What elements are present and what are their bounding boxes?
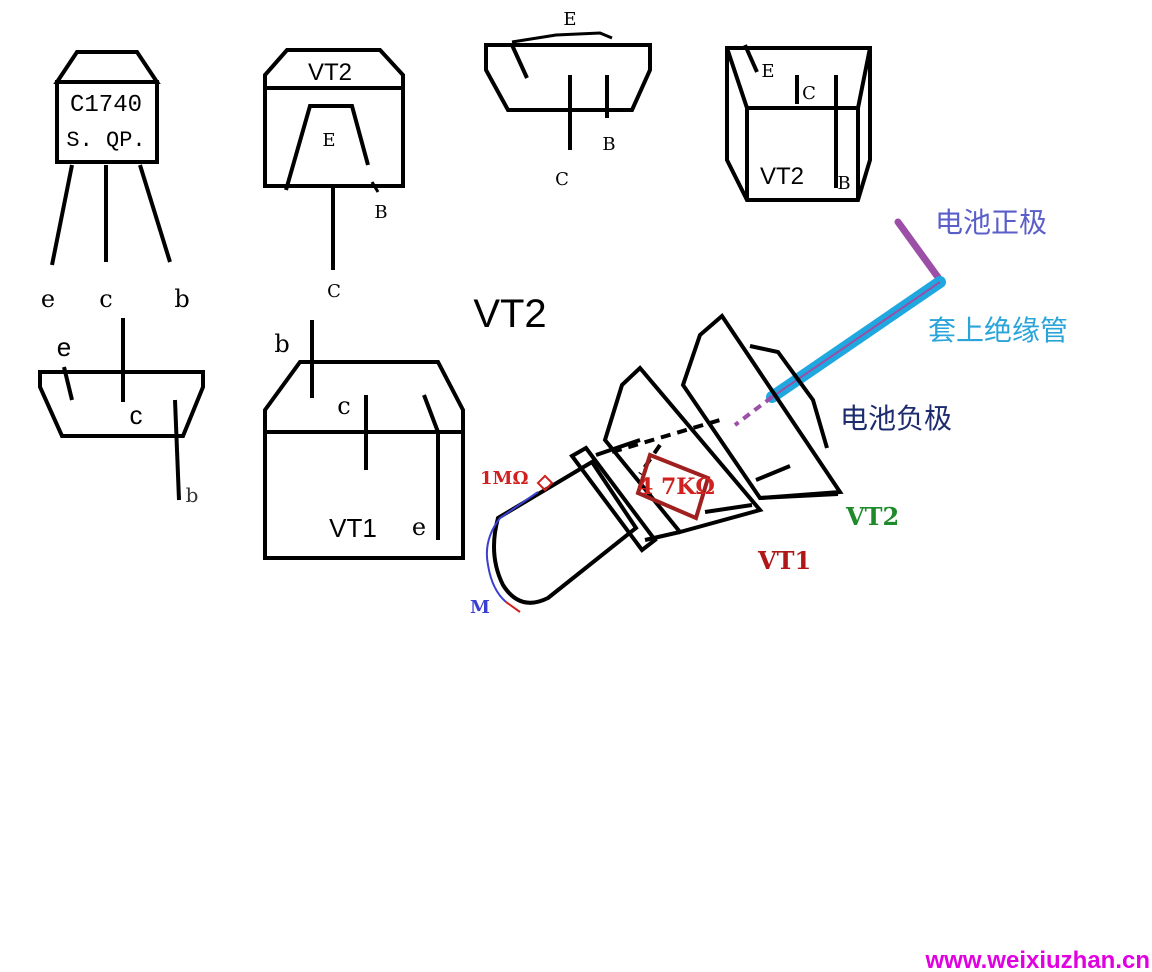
top-view-1-emitter-wire: [511, 31, 613, 44]
resistor-1m: [536, 474, 554, 492]
vt2-emitter-trace: [284, 104, 370, 191]
top-view-1-label-b: B: [602, 134, 615, 155]
assembly-vt2-label: VT2: [845, 502, 899, 531]
top-view-3-label-b: b: [186, 483, 199, 507]
top-view-2: [725, 44, 872, 202]
vt1-label-e: e: [412, 513, 426, 541]
top-view-1: [484, 31, 652, 150]
to92-pin-e-label: e: [41, 285, 55, 313]
vt1-label-c: c: [337, 392, 350, 420]
battery-positive-wire: [894, 218, 944, 284]
to92-lead-b: [138, 164, 172, 263]
to92-cap: [53, 50, 161, 84]
vt2-front-view: [263, 48, 405, 270]
resistor-47k-label: 4 7KΩ: [638, 474, 715, 500]
top-view-1-label-c: C: [555, 169, 569, 190]
top-view-1-label-e: E: [563, 9, 576, 30]
vt1-large-view: [263, 320, 465, 560]
vt1-label-vt: VT1: [329, 513, 377, 543]
to92-lead-e: [50, 164, 74, 266]
vt2-label-c: C: [327, 281, 341, 302]
resistor-47k: [635, 452, 711, 521]
top-view-1-lead-e: [510, 44, 529, 79]
vt1-label-b: b: [274, 330, 289, 358]
top-view-3-label-e: e: [57, 332, 71, 362]
top-view-3: [38, 318, 205, 501]
motor-label: M: [470, 597, 490, 618]
motor-wire-red: [505, 601, 521, 613]
motor-body: [492, 438, 681, 605]
top-view-3-lead-b: [173, 399, 181, 501]
insulation-tube-core: [771, 281, 941, 398]
top-view-3-lead-e: [62, 366, 74, 401]
vt2-title: VT2: [308, 59, 352, 86]
battery-positive-label: 电池正极: [935, 207, 1047, 238]
resistor-1m-label: 1MΩ: [480, 468, 528, 489]
battery-negative-label: 电池负极: [840, 403, 952, 434]
insulation-sleeve-label: 套上绝缘管: [928, 315, 1068, 346]
assembly-vt2-body: [680, 313, 844, 501]
top-view-2-top-face: [725, 47, 872, 110]
top-view-2-lead-e: [743, 44, 759, 73]
top-view-2-label-e: E: [761, 61, 774, 82]
top-view-2-label-b: B: [837, 173, 850, 194]
to92-model-label: C1740: [70, 92, 142, 119]
vt2-lead-b: [370, 181, 380, 193]
top-view-2-label-c: C: [802, 83, 816, 104]
top-view-2-label-vt: VT2: [760, 163, 804, 190]
assembly-vt1-label: VT1: [757, 546, 811, 575]
vt2-label-e: E: [322, 130, 335, 151]
to92-front-view: [50, 50, 172, 266]
vt2-body: [263, 86, 405, 188]
watermark-url: www.weixiuzhan.cn: [925, 947, 1150, 972]
motor-wire-blue: [485, 491, 539, 603]
vt1-cap: [263, 360, 465, 432]
top-view-1-body: [484, 43, 652, 112]
vt2-label-b: B: [374, 202, 387, 223]
center-vt2-label: VT2: [473, 292, 546, 336]
to92-pin-c-label: c: [99, 285, 112, 313]
hidden-lead-dashes: [733, 395, 774, 427]
to92-pin-b-label: b: [174, 285, 189, 313]
assembly-vt1-body: [602, 365, 764, 535]
assembly-drawing: [485, 218, 946, 613]
to92-body: [55, 80, 159, 164]
top-view-3-body: [38, 370, 205, 438]
vt1-lead-e: [422, 394, 440, 540]
to92-maker-label: S. QP.: [66, 128, 145, 153]
top-view-3-label-c: c: [130, 400, 143, 430]
